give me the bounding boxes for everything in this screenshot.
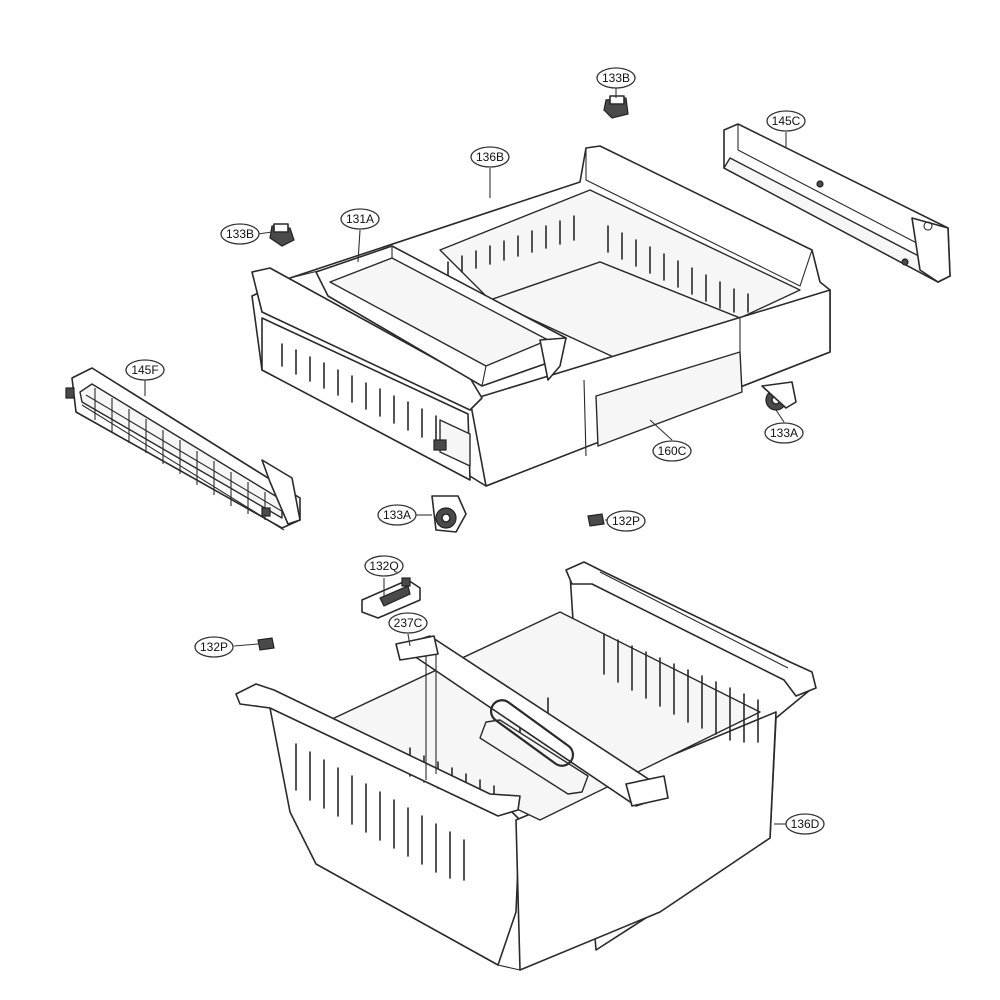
callout-136b: 136B — [470, 146, 510, 168]
part-132p-left-pad — [257, 637, 275, 651]
svg-text:132P: 132P — [200, 640, 228, 654]
basket-back-slots — [603, 633, 759, 743]
svg-text:133A: 133A — [383, 508, 411, 522]
part-133a-left-roller — [431, 495, 467, 533]
svg-text:136D: 136D — [791, 817, 820, 831]
svg-text:133B: 133B — [226, 227, 254, 241]
callout-132p-right: 132P — [606, 510, 646, 532]
part-133b-left-clip — [269, 223, 295, 247]
leader-lines — [144, 88, 787, 825]
part-133a-right-roller — [761, 381, 797, 411]
callout-237c: 237C — [388, 612, 428, 634]
svg-text:136B: 136B — [476, 150, 504, 164]
part-145f-grille-rail — [65, 367, 301, 531]
callout-132q: 132Q — [364, 555, 404, 577]
front-panel-slots — [281, 343, 437, 445]
part-145c-rail — [723, 123, 951, 283]
part-132p-right-pad — [587, 513, 605, 527]
svg-text:145C: 145C — [772, 114, 801, 128]
callout-160c: 160C — [652, 440, 692, 462]
svg-text:133B: 133B — [602, 71, 630, 85]
svg-text:237C: 237C — [394, 616, 423, 630]
side-wall-slots — [607, 225, 749, 313]
part-136b-upper-drawer — [251, 145, 831, 487]
svg-text:132Q: 132Q — [369, 559, 398, 573]
svg-text:131A: 131A — [346, 212, 374, 226]
part-136d-lower-basket — [235, 561, 817, 971]
callout-133a-right: 133A — [764, 422, 804, 444]
svg-text:160C: 160C — [658, 444, 687, 458]
part-133b-top-clip — [603, 95, 629, 119]
svg-text:133A: 133A — [770, 426, 798, 440]
part-132q-bracket — [361, 577, 421, 619]
part-131a-bin — [315, 245, 567, 387]
callout-145f: 145F — [125, 359, 165, 381]
callout-133b-top: 133B — [596, 67, 636, 89]
callout-131a: 131A — [340, 208, 380, 230]
callout-132p-left: 132P — [194, 636, 234, 658]
callout-145c: 145C — [766, 110, 806, 132]
callout-133a-left: 133A — [377, 504, 417, 526]
callout-136d: 136D — [785, 813, 825, 835]
back-wall-slots — [447, 215, 575, 277]
svg-text:132P: 132P — [612, 514, 640, 528]
callout-133b-left: 133B — [220, 223, 260, 245]
svg-text:145F: 145F — [131, 363, 158, 377]
basket-side-slots — [295, 743, 465, 881]
